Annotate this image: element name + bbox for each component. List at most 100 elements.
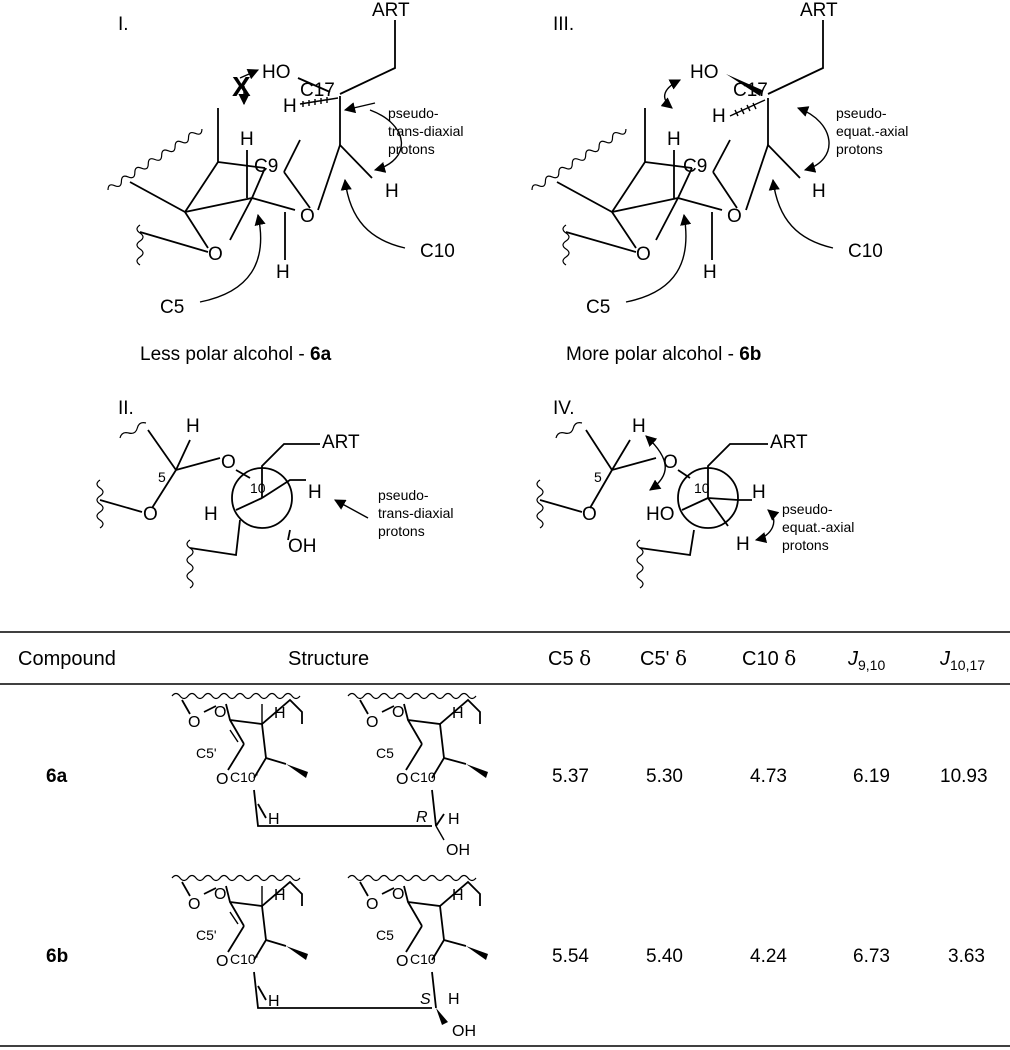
c10-label: C10 [848, 241, 883, 262]
annotation-line-2: trans-diaxial [378, 505, 453, 521]
c5p-shift: 5.30 [646, 766, 683, 787]
c17-label: C17 [733, 80, 768, 101]
annotation-line-1: pseudo- [388, 105, 439, 121]
panel-IV: IV. H 5 O O 10 ART H HO H pseudo- equat.… [536, 398, 854, 589]
oxygen: O [188, 714, 200, 731]
position-5: 5 [594, 469, 602, 485]
header-j1017: J10,17 [939, 648, 985, 673]
oxygen: O [392, 704, 404, 721]
h-left: H [204, 504, 218, 525]
h-right: H [308, 482, 322, 503]
h-bottom: H [276, 262, 290, 283]
stereo-descriptor: R [416, 809, 428, 826]
hydroxyl-label: OH [452, 1023, 476, 1040]
art-label: ART [322, 432, 360, 453]
c5-label: C5 [376, 927, 394, 943]
hydroxyl-label: HO [690, 62, 719, 83]
panel-I-numeral: I. [118, 14, 129, 35]
c5-label: C5 [586, 297, 610, 318]
art-label: ART [800, 0, 838, 21]
c9-label: C9 [254, 156, 278, 177]
hydroxyl-label: OH [446, 842, 470, 859]
annotation-line-3: protons [388, 141, 435, 157]
oxygen-2: O [582, 504, 597, 525]
c5-shift: 5.37 [552, 766, 589, 787]
annotation-line-2: equat.-axial [836, 123, 908, 139]
ring-oxygen: O [727, 206, 742, 227]
panel-III-numeral: III. [553, 14, 574, 35]
data-table: Compound Structure C5 δ C5' δ C10 δ J9,1… [0, 631, 1010, 1047]
oxygen: O [392, 886, 404, 903]
hydroxyl-ho: HO [646, 504, 675, 525]
j910-value: 6.73 [853, 946, 890, 967]
oxygen: O [366, 714, 378, 731]
h-top: H [186, 416, 200, 437]
oxygen-1: O [663, 452, 678, 473]
c10-shift: 4.73 [750, 766, 787, 787]
c5p-shift: 5.40 [646, 946, 683, 967]
oxygen-1: O [221, 452, 236, 473]
caption-more-polar: More polar alcohol - 6b [566, 344, 761, 365]
c10-label: C10 [410, 769, 436, 785]
oxygen: O [214, 886, 226, 903]
c5-label: C5 [160, 297, 184, 318]
c10-label: C10 [420, 241, 455, 262]
h-top: H [632, 416, 646, 437]
position-10: 10 [250, 480, 266, 496]
h-label: H [448, 811, 460, 828]
c10-prime-label: C10' [230, 769, 258, 785]
panel-III: III. ART HO C17 H H C9 O H O H C5 C10 ps… [531, 0, 908, 318]
header-c10: C10 δ [742, 646, 796, 670]
caption-less-polar: Less polar alcohol - 6a [140, 344, 332, 365]
h-axial-top: H [667, 129, 681, 150]
ring-oxygen: O [300, 206, 315, 227]
oxygen: O [396, 771, 408, 788]
h-label: H [268, 993, 280, 1010]
c10-prime-label: C10' [230, 951, 258, 967]
c5-label: C5 [376, 745, 394, 761]
panel-IV-numeral: IV. [553, 398, 575, 419]
oxygen: O [216, 771, 228, 788]
ether-oxygen: O [636, 244, 651, 265]
annotation-line-1: pseudo- [378, 487, 429, 503]
h-label: H [448, 991, 460, 1008]
j910-value: 6.19 [853, 766, 890, 787]
annotation-line-3: protons [836, 141, 883, 157]
art-label: ART [770, 432, 808, 453]
art-label: ART [372, 0, 410, 21]
h-c10: H [812, 181, 826, 202]
annotation-line-2: trans-diaxial [388, 123, 463, 139]
oxygen: O [216, 953, 228, 970]
c10-label: C10 [410, 951, 436, 967]
h-right: H [752, 482, 766, 503]
header-c5: C5 δ [548, 646, 591, 670]
oxygen: O [396, 953, 408, 970]
j1017-value: 3.63 [948, 946, 985, 967]
hydroxyl-oh: OH [288, 536, 317, 557]
annotation-line-2: equat.-axial [782, 519, 854, 535]
c10-shift: 4.24 [750, 946, 787, 967]
header-j910: J9,10 [847, 648, 885, 673]
oxygen-2: O [143, 504, 158, 525]
position-5: 5 [158, 469, 166, 485]
structure-6b: O O C5' O C10' H H O O C5 O C10 H H S OH [171, 874, 488, 1040]
structure-6a: O O C5' O C10' H H O O C5 O C10 H H R OH [171, 692, 488, 859]
annotation-line-1: pseudo- [782, 501, 833, 517]
h-label: H [452, 705, 464, 722]
panel-II-numeral: II. [118, 398, 134, 419]
h-bottom: H [703, 262, 717, 283]
oxygen: O [214, 704, 226, 721]
h-axial-top: H [240, 129, 254, 150]
h-c17: H [712, 106, 726, 127]
table-row: 6a 5.37 5.30 4.73 6.19 10.93 O O C5' O C… [46, 692, 988, 859]
h-bottom: H [736, 534, 750, 555]
stereo-descriptor: S [420, 991, 431, 1008]
h-label: H [452, 887, 464, 904]
h-c17: H [283, 96, 297, 117]
annotation-line-3: protons [782, 537, 829, 553]
h-label: H [274, 887, 286, 904]
panel-I: I. ART HO C17 H X H C9 O H O H C5 C10 ps… [107, 0, 463, 318]
c17-label: C17 [300, 80, 335, 101]
annotation-line-1: pseudo- [836, 105, 887, 121]
